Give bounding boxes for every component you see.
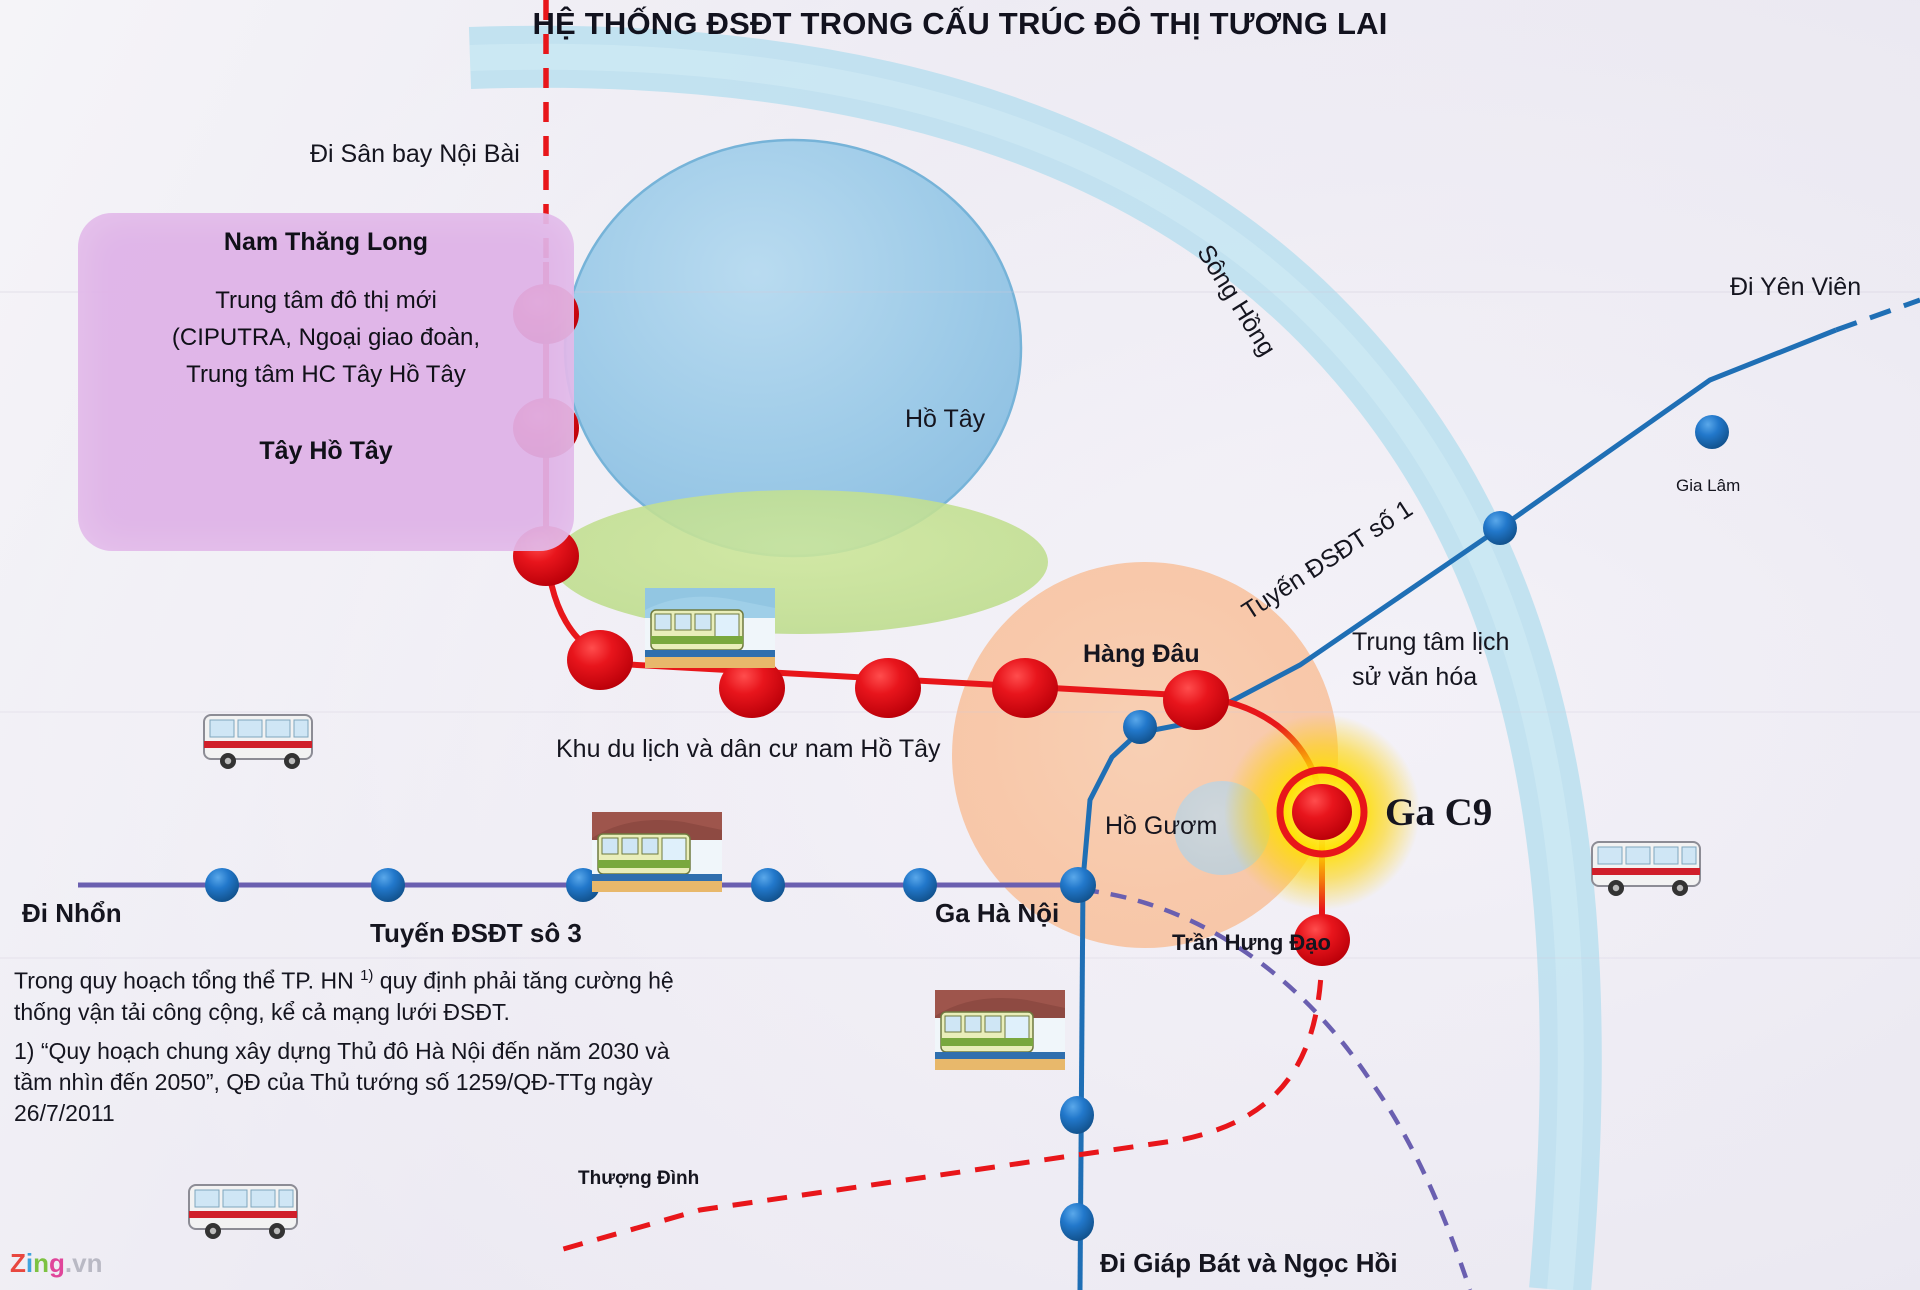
card-body-line-2: (CIPUTRA, Ngoại giao đoàn, (171, 324, 481, 351)
label-gia-lam: Gia Lâm (1676, 476, 1741, 495)
station-dot (1060, 1096, 1094, 1134)
footnote-p2-b: tầm nhìn đến 2050”, QĐ của Thủ tướng số … (14, 1068, 653, 1095)
label-ga-ha-noi: Ga Hà Nội (935, 898, 1060, 928)
station-tran-hung-dao (1294, 914, 1350, 966)
station-dot (205, 868, 239, 902)
footnote-block: Trong quy hoạch tổng thể TP. HN 1) quy đ… (14, 960, 714, 1129)
station-hang-dau (1163, 670, 1229, 730)
label-airport: Đi Sân bay Nội Bài (310, 140, 520, 168)
bus-icon (185, 1175, 305, 1245)
footnote-para-1: Trong quy hoạch tổng thể TP. HN 1) quy đ… (14, 960, 714, 997)
station-dot (567, 630, 633, 690)
bus-icon (200, 705, 320, 775)
train-icon (592, 812, 722, 892)
station-dot (719, 658, 785, 718)
label-hang-dau: Hàng Đâu (1083, 640, 1200, 668)
line-2-dashed-south-2 (1322, 945, 1470, 1125)
page-title: HỆ THỐNG ĐSĐT TRONG CẤU TRÚC ĐÔ THỊ TƯƠN… (532, 6, 1388, 41)
label-tran-hung-dao: Trần Hưng Đạo (1172, 930, 1331, 955)
zing-letter-z: Z (10, 1248, 26, 1278)
zing-letter-i: i (25, 1248, 34, 1278)
station-gia-lam (1695, 415, 1729, 449)
label-hoan-kiem: Hồ Gươm (1105, 812, 1218, 840)
line-2-dashed-south (559, 944, 1325, 1253)
line-1-track-dashed-ne (1835, 297, 1920, 333)
zing-watermark: Zing.vn (10, 1248, 102, 1279)
footnote-p1-c: thống vận tải công cộng, kể cả mạng lưới… (14, 998, 510, 1025)
label-thuong-dinh: Thượng Đình (578, 1168, 700, 1189)
label-culture-center-line-1: Trung tâm lịch (1352, 628, 1510, 656)
card-footer-label: Tây Hồ Tây (259, 437, 393, 465)
card-body-line-1: Trung tâm đô thị mới (215, 287, 437, 314)
label-south-westlake: Khu du lịch và dân cư nam Hồ Tây (556, 735, 941, 763)
train-icon (645, 588, 775, 668)
footnote-p1-a: Trong quy hoạch tổng thể TP. HN (14, 967, 361, 994)
bus-icon (1588, 832, 1708, 902)
label-ga-c9: Ga C9 (1385, 791, 1493, 834)
zing-letter-n: n (33, 1248, 50, 1278)
footnote-p1-b: quy định phải tăng cường hệ (373, 967, 674, 994)
card-body-line-3: Trung tâm HC Tây Hồ Tây (186, 361, 466, 388)
station-dot (1123, 710, 1157, 744)
station-dot (751, 868, 785, 902)
station-dot (1483, 511, 1517, 545)
nam-thang-long-card (78, 213, 574, 551)
station-ga-ha-noi (1060, 867, 1096, 903)
footnote-p2-a: 1) “Quy hoạch chung xây dựng Thủ đô Hà N… (14, 1037, 670, 1064)
footnote-p2-c: 26/7/2011 (14, 1099, 115, 1126)
station-dot (855, 658, 921, 718)
zing-letter-g: g (49, 1248, 65, 1278)
station-dot (371, 868, 405, 902)
station-dot (566, 868, 600, 902)
label-giap-bat: Đi Giáp Bát và Ngọc Hồi (1100, 1248, 1398, 1278)
label-culture-center: Trung tâm lịch sử văn hóa (1352, 625, 1509, 695)
station-dot (1060, 1203, 1094, 1241)
zing-domain: .vn (64, 1248, 103, 1278)
line-1-track-center (1080, 720, 1191, 881)
station-ga-c9 (1292, 784, 1352, 840)
label-yen-vien: Đi Yên Viên (1730, 273, 1862, 301)
line-2-track-vertical (543, 262, 1197, 699)
footnote-marker: 1) (360, 967, 374, 984)
label-line-3: Tuyến ĐSĐT sô 3 (370, 918, 582, 948)
card-body: Trung tâm đô thị mới (CIPUTRA, Ngoại gia… (70, 282, 582, 393)
ga-c9-ring (1276, 766, 1368, 858)
card-title: Nam Thăng Long (223, 228, 429, 256)
train-icon (935, 990, 1065, 1070)
station-dot (903, 868, 937, 902)
label-culture-center-line-2: sử văn hóa (1352, 663, 1478, 691)
station-dot (992, 658, 1058, 718)
label-nhon: Đi Nhổn (22, 898, 122, 928)
line-3-dashed-branch (1082, 887, 1473, 1290)
label-west-lake: Hồ Tây (905, 405, 986, 433)
red-river-band-inner (469, 43, 1584, 1290)
